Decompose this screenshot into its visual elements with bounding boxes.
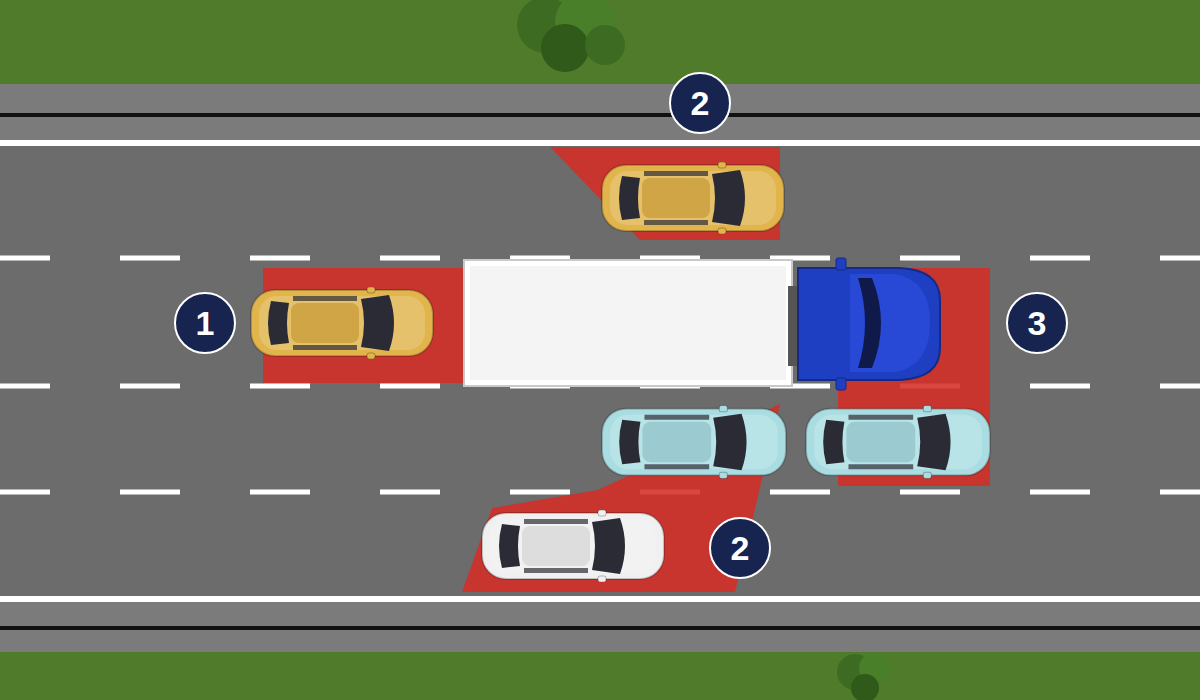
callout-text: 1	[196, 306, 215, 340]
callout-number: 2	[669, 72, 731, 134]
car	[602, 162, 784, 234]
blind-spot-zone	[263, 147, 990, 592]
tree	[517, 0, 625, 72]
callout-text: 3	[1028, 306, 1047, 340]
callout-number: 1	[174, 292, 236, 354]
car	[806, 406, 990, 479]
callout-text: 2	[691, 86, 710, 120]
callout-number: 2	[709, 517, 771, 579]
callout-number: 3	[1006, 292, 1068, 354]
callout-text: 2	[731, 531, 750, 565]
car	[251, 287, 433, 359]
car	[602, 406, 786, 479]
car	[482, 510, 664, 582]
tree	[837, 652, 891, 700]
truck	[464, 258, 940, 390]
